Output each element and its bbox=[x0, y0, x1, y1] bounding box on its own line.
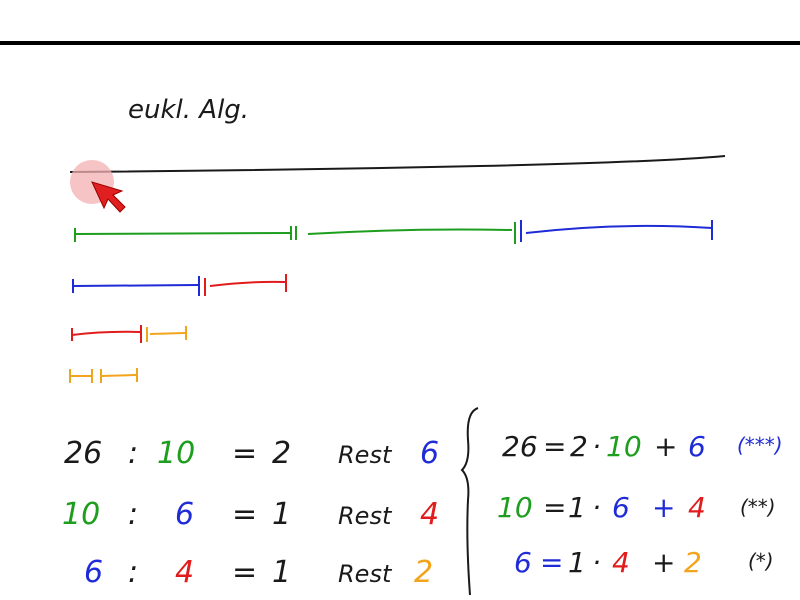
svg-text:·: · bbox=[592, 430, 601, 463]
equation-quotient: 1 bbox=[568, 546, 586, 579]
equation-quotient: 2 bbox=[570, 430, 588, 463]
equation-list: 26 = 2 · 10 + 6 (***) 10 = 1 · 6 + 4 (**… bbox=[497, 430, 783, 579]
segment-orange-3 bbox=[100, 374, 137, 377]
division-table: 26 : 10 = 2 Rest 6 10 : 6 = 1 Rest 4 6 :… bbox=[62, 436, 439, 590]
division-sign: : bbox=[128, 555, 138, 590]
equation-lhs: 6 bbox=[514, 546, 532, 579]
division-quotient: 1 bbox=[272, 555, 291, 590]
equals-sign: = bbox=[232, 436, 257, 471]
division-divisor: 6 bbox=[175, 497, 194, 532]
segment-red-1 bbox=[209, 280, 286, 287]
arrow-cursor-icon bbox=[91, 181, 126, 213]
equation-divisor: 10 bbox=[606, 430, 642, 463]
segment-orange-1 bbox=[149, 332, 186, 335]
segment-blue-1 bbox=[525, 224, 713, 234]
division-quotient: 2 bbox=[272, 436, 291, 471]
division-dividend: 26 bbox=[64, 436, 102, 471]
rest-label: Rest bbox=[338, 441, 393, 469]
segment-row-3 bbox=[71, 325, 187, 343]
svg-text:+: + bbox=[652, 491, 675, 524]
equation-divisor: 6 bbox=[612, 491, 630, 524]
segment-green-1 bbox=[74, 232, 291, 235]
svg-text:·: · bbox=[592, 546, 601, 579]
equation-remainder: 2 bbox=[684, 546, 702, 579]
equation-lhs: 10 bbox=[497, 491, 533, 524]
division-remainder: 2 bbox=[414, 555, 433, 590]
equation-quotient: 1 bbox=[568, 491, 586, 524]
division-dividend: 10 bbox=[62, 497, 100, 532]
segment-green-2 bbox=[307, 228, 513, 235]
svg-text:+: + bbox=[654, 430, 677, 463]
segment-row-4 bbox=[69, 368, 138, 383]
division-divisor: 10 bbox=[157, 436, 195, 471]
svg-text:=: = bbox=[543, 430, 566, 463]
svg-text:·: · bbox=[592, 491, 601, 524]
equation-tag: (**) bbox=[740, 495, 776, 519]
equation-tag: (*) bbox=[748, 549, 774, 573]
svg-text:=: = bbox=[543, 491, 566, 524]
segment-blue-2 bbox=[72, 284, 199, 287]
equation-divisor: 4 bbox=[612, 546, 630, 579]
division-remainder: 6 bbox=[420, 436, 439, 471]
segment-row-2 bbox=[72, 274, 287, 296]
rest-label: Rest bbox=[338, 560, 393, 588]
total-length-line bbox=[69, 155, 726, 173]
equals-sign: = bbox=[232, 497, 257, 532]
svg-text:=: = bbox=[540, 546, 563, 579]
equation-lhs: 26 bbox=[502, 430, 538, 463]
heading-text: eukl. Alg. bbox=[128, 95, 249, 125]
segment-red-2 bbox=[71, 330, 141, 336]
curly-brace bbox=[460, 407, 479, 596]
svg-text:+: + bbox=[652, 546, 675, 579]
equals-sign: = bbox=[232, 555, 257, 590]
equation-tag: (***) bbox=[737, 433, 783, 457]
division-dividend: 6 bbox=[84, 555, 103, 590]
division-divisor: 4 bbox=[175, 555, 194, 590]
equation-remainder: 4 bbox=[688, 491, 706, 524]
segment-row-1 bbox=[74, 220, 713, 244]
equation-remainder: 6 bbox=[688, 430, 706, 463]
division-quotient: 1 bbox=[272, 497, 291, 532]
division-sign: : bbox=[128, 436, 138, 471]
division-remainder: 4 bbox=[420, 497, 439, 532]
top-divider bbox=[0, 41, 800, 45]
division-sign: : bbox=[128, 497, 138, 532]
rest-label: Rest bbox=[338, 502, 393, 530]
